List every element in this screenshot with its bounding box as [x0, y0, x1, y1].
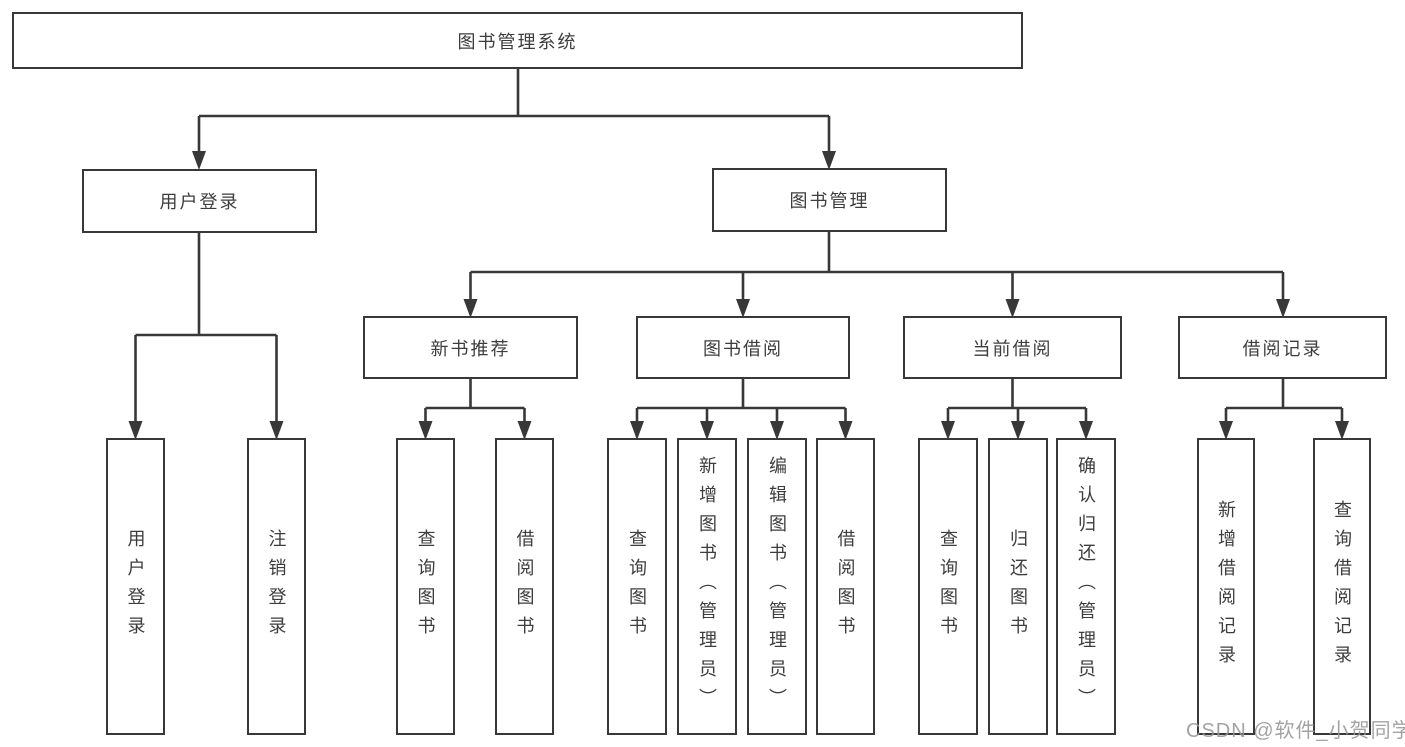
node-borrowing-records-label: 借阅记录 — [1242, 338, 1323, 359]
node-book-borrowing-label: 图书借阅 — [703, 338, 783, 359]
node-current-borrowing-label: 当前借阅 — [972, 338, 1053, 359]
node-leaf-query-borrow-record: 查询借阅记录 — [1313, 438, 1371, 735]
node-new-book-recommend-label: 新书推荐 — [430, 338, 511, 359]
node-leaf-current-query-books-label: 查询图书 — [938, 528, 958, 645]
edge-userlogin-to-leaves — [134, 233, 278, 423]
edge-root-to-level2 — [197, 69, 831, 152]
edge-bookborrow-to-leaves — [635, 379, 847, 423]
node-book-management: 图书管理 — [712, 168, 947, 232]
node-user-login-branch: 用户登录 — [82, 169, 317, 233]
node-root-label: 图书管理系统 — [457, 31, 578, 52]
edge-newbookrec-to-leaves — [424, 379, 526, 423]
node-leaf-borrowing-borrow-books: 借阅图书 — [816, 438, 875, 735]
node-leaf-borrowing-borrow-books-label: 借阅图书 — [835, 528, 856, 645]
node-leaf-return-books: 归还图书 — [988, 438, 1048, 735]
node-leaf-logout-label: 注销登录 — [266, 528, 287, 645]
node-leaf-recommend-borrow-books: 借阅图书 — [495, 438, 554, 735]
node-borrowing-records: 借阅记录 — [1178, 316, 1387, 379]
node-leaf-borrowing-query-books-label: 查询图书 — [627, 528, 647, 645]
node-leaf-user-login-label: 用户登录 — [125, 528, 146, 645]
node-leaf-recommend-borrow-books-label: 借阅图书 — [514, 528, 535, 645]
node-book-management-label: 图书管理 — [789, 191, 870, 211]
node-current-borrowing: 当前借阅 — [903, 316, 1122, 379]
node-leaf-user-login: 用户登录 — [106, 438, 165, 735]
csdn-watermark: CSDN @软件_小贺同学 — [1186, 720, 1405, 742]
edge-currentborrow-to-leaves — [946, 379, 1088, 423]
node-leaf-recommend-query-books-label: 查询图书 — [415, 528, 436, 645]
node-leaf-current-query-books: 查询图书 — [918, 438, 978, 735]
node-leaf-query-borrow-record-label: 查询借阅记录 — [1332, 499, 1352, 674]
node-leaf-add-books-admin: 新增图书（管理员） — [677, 438, 737, 735]
node-leaf-confirm-return-admin-label: 确认归还（管理员） — [1076, 456, 1096, 717]
node-root: 图书管理系统 — [12, 12, 1023, 69]
node-leaf-add-books-admin-label: 新增图书（管理员） — [697, 456, 717, 717]
node-leaf-recommend-query-books: 查询图书 — [396, 438, 455, 735]
edge-borrowrecords-to-leaves — [1224, 379, 1344, 423]
node-leaf-borrowing-query-books: 查询图书 — [607, 438, 667, 735]
node-user-login-branch-label: 用户登录 — [159, 192, 240, 212]
edge-bookmgmt-to-level3 — [469, 232, 1285, 301]
node-leaf-edit-books-admin-label: 编辑图书（管理员） — [767, 456, 787, 717]
arrowhead — [192, 151, 206, 170]
node-book-borrowing: 图书借阅 — [636, 316, 850, 379]
node-new-book-recommend: 新书推荐 — [363, 316, 578, 379]
node-leaf-add-borrow-record: 新增借阅记录 — [1197, 438, 1255, 735]
node-leaf-logout: 注销登录 — [247, 438, 306, 735]
node-leaf-return-books-label: 归还图书 — [1008, 528, 1028, 645]
node-leaf-confirm-return-admin: 确认归还（管理员） — [1056, 438, 1116, 735]
node-leaf-edit-books-admin: 编辑图书（管理员） — [747, 438, 807, 735]
node-leaf-add-borrow-record-label: 新增借阅记录 — [1216, 499, 1236, 674]
